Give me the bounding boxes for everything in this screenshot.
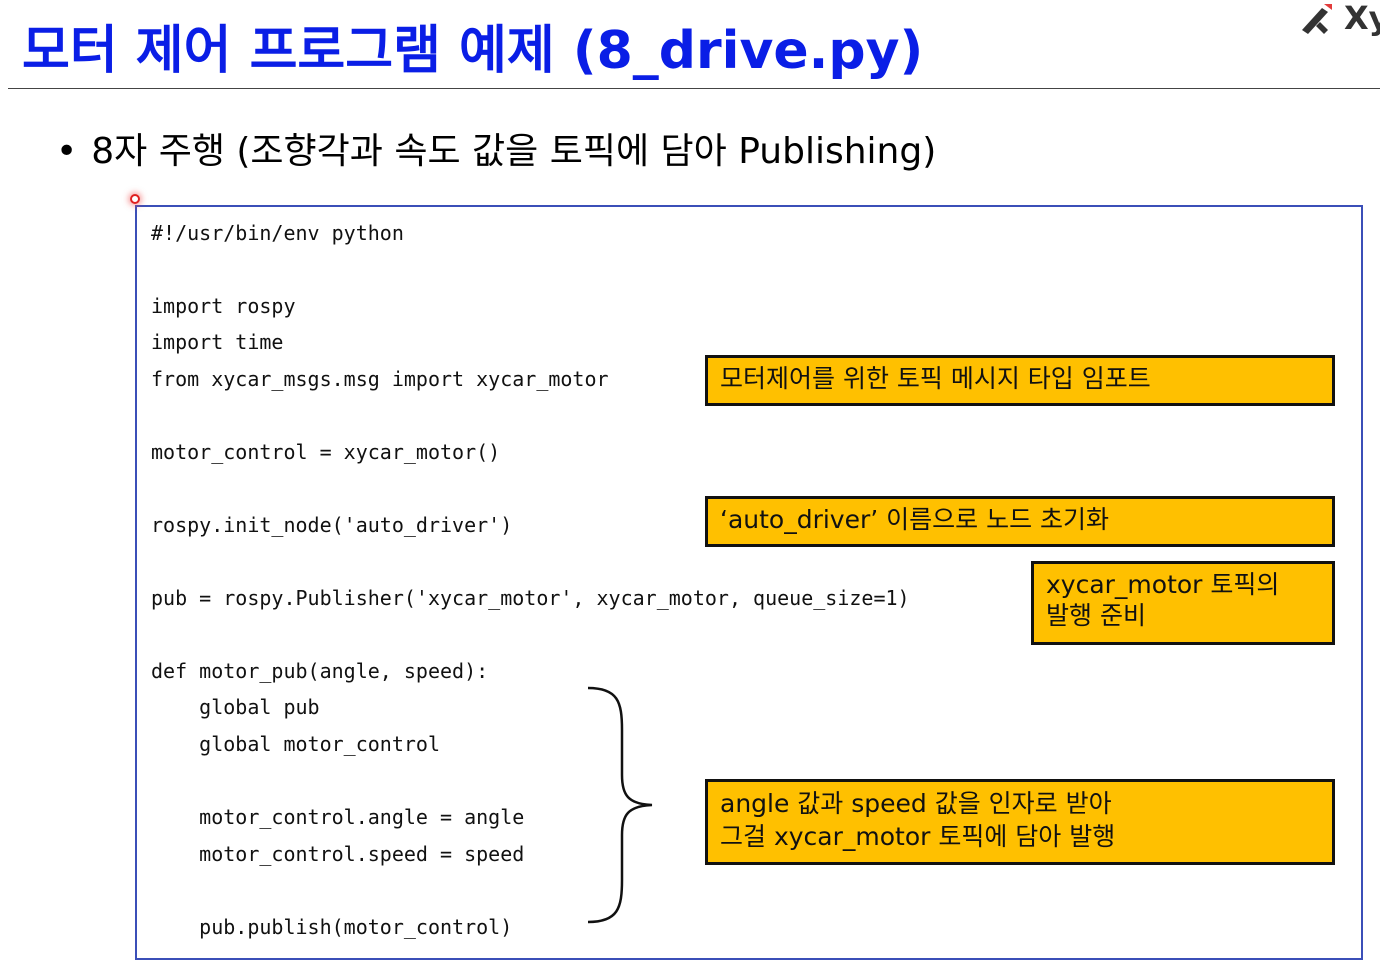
code-line: import rospy — [151, 294, 296, 318]
code-line: rospy.init_node('auto_driver') — [151, 513, 513, 537]
logo: Xy — [1296, 0, 1380, 40]
right-brace-icon — [587, 686, 653, 924]
annotation-init-node: ‘auto_driver’ 이름으로 노드 초기화 — [705, 496, 1335, 547]
pointer-dot-icon — [130, 194, 140, 204]
code-line: from xycar_msgs.msg import xycar_motor — [151, 367, 609, 391]
code-line: #!/usr/bin/env python — [151, 221, 404, 245]
annotation-msg-import: 모터제어를 위한 토픽 메시지 타입 임포트 — [705, 355, 1335, 406]
annotation-publish: angle 값과 speed 값을 인자로 받아 그걸 xycar_motor … — [705, 779, 1335, 865]
slide-title: 모터 제어 프로그램 예제 (8_drive.py) — [22, 21, 924, 81]
code-panel — [135, 205, 1363, 960]
code-line: motor_control.angle = angle — [151, 805, 525, 829]
bullet-point: • 8자 주행 (조향각과 속도 값을 토픽에 담아 Publishing) — [56, 126, 936, 178]
bullet-marker: • — [56, 131, 78, 172]
logo-text: Xy — [1344, 0, 1380, 37]
code-line: def motor_pub(angle, speed): — [151, 659, 489, 683]
xycar-logo-icon — [1302, 4, 1332, 34]
code-line: import time — [151, 330, 284, 354]
code-line: motor_control.speed = speed — [151, 842, 525, 866]
code-line: global motor_control — [151, 732, 440, 756]
code-line: global pub — [151, 695, 320, 719]
annotation-publisher: xycar_motor 토픽의 발행 준비 — [1031, 561, 1335, 645]
bullet-text: 8자 주행 (조향각과 속도 값을 토픽에 담아 Publishing) — [91, 131, 937, 172]
code-line: pub = rospy.Publisher('xycar_motor', xyc… — [151, 586, 910, 610]
title-divider — [8, 88, 1380, 89]
code-line: motor_control = xycar_motor() — [151, 440, 501, 464]
code-line: pub.publish(motor_control) — [151, 915, 513, 939]
